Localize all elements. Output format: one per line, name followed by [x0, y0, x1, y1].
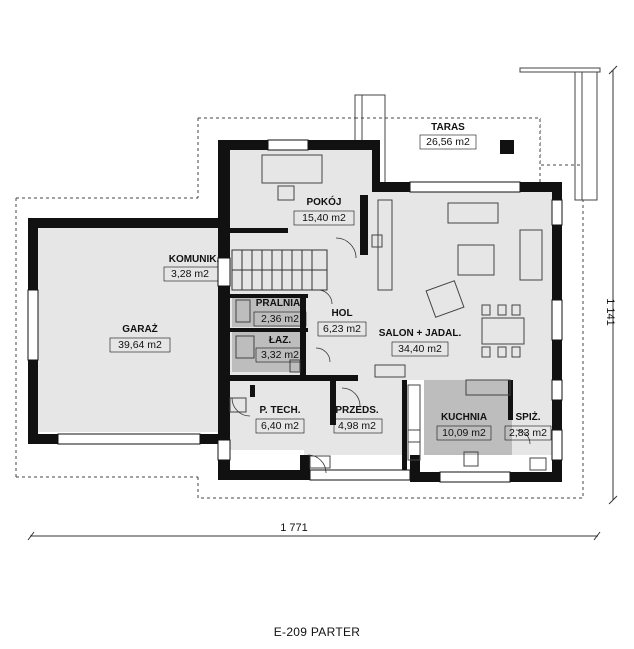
label-salon-name: SALON + JADAL.: [379, 328, 462, 339]
label-salon-area: 34,40 m2: [398, 343, 442, 355]
label-laz-name: ŁAZ.: [269, 335, 291, 346]
label-ptech-area: 6,40 m2: [261, 420, 299, 432]
doors: [231, 237, 531, 474]
site-outline: [15, 117, 584, 499]
width-value: 1 771: [280, 522, 308, 534]
label-garaz-name: GARAŻ: [122, 322, 158, 335]
label-pralnia-name: PRALNIA: [256, 298, 300, 309]
label-przeds-name: PRZEDS.: [335, 405, 379, 416]
label-przeds-area: 4,98 m2: [338, 420, 376, 432]
bath-floor: [232, 330, 304, 372]
height-value: 1 141: [604, 298, 616, 326]
label-hol-area: 6,23 m2: [323, 323, 361, 335]
label-spiz-area: 2,83 m2: [509, 427, 547, 439]
label-hol-name: HOL: [331, 308, 352, 319]
label-taras-area: 26,56 m2: [426, 136, 470, 148]
label-kuchnia-name: KUCHNIA: [441, 412, 487, 423]
label-pokoj-area: 15,40 m2: [302, 212, 346, 224]
label-taras-name: TARAS: [431, 122, 465, 133]
label-pralnia-area: 2,36 m2: [261, 313, 299, 325]
furniture: [229, 154, 547, 471]
label-laz-area: 3,32 m2: [261, 349, 299, 361]
label-garaz-area: 39,64 m2: [118, 339, 162, 351]
label-spiz-name: SPIŻ.: [515, 410, 540, 423]
plan-title: E-209 PARTER: [274, 625, 361, 639]
label-komunik-area: 3,28 m2: [171, 268, 209, 280]
label-ptech-name: P. TECH.: [260, 405, 301, 416]
label-komunik-name: KOMUNIK.: [169, 254, 220, 265]
kitchen-floor: [424, 380, 512, 455]
dimension-height: 1 141: [604, 65, 618, 505]
staircase: [231, 249, 328, 291]
terrace: [354, 67, 601, 206]
label-kuchnia-area: 10,09 m2: [442, 427, 486, 439]
dimension-width: 1 771: [27, 522, 601, 541]
room-labels: TARAS 26,56 m2 POKÓJ 15,40 m2 KOMUNIK. 3…: [109, 122, 552, 441]
label-pokoj-name: POKÓJ: [306, 195, 341, 208]
windows: [27, 139, 563, 483]
